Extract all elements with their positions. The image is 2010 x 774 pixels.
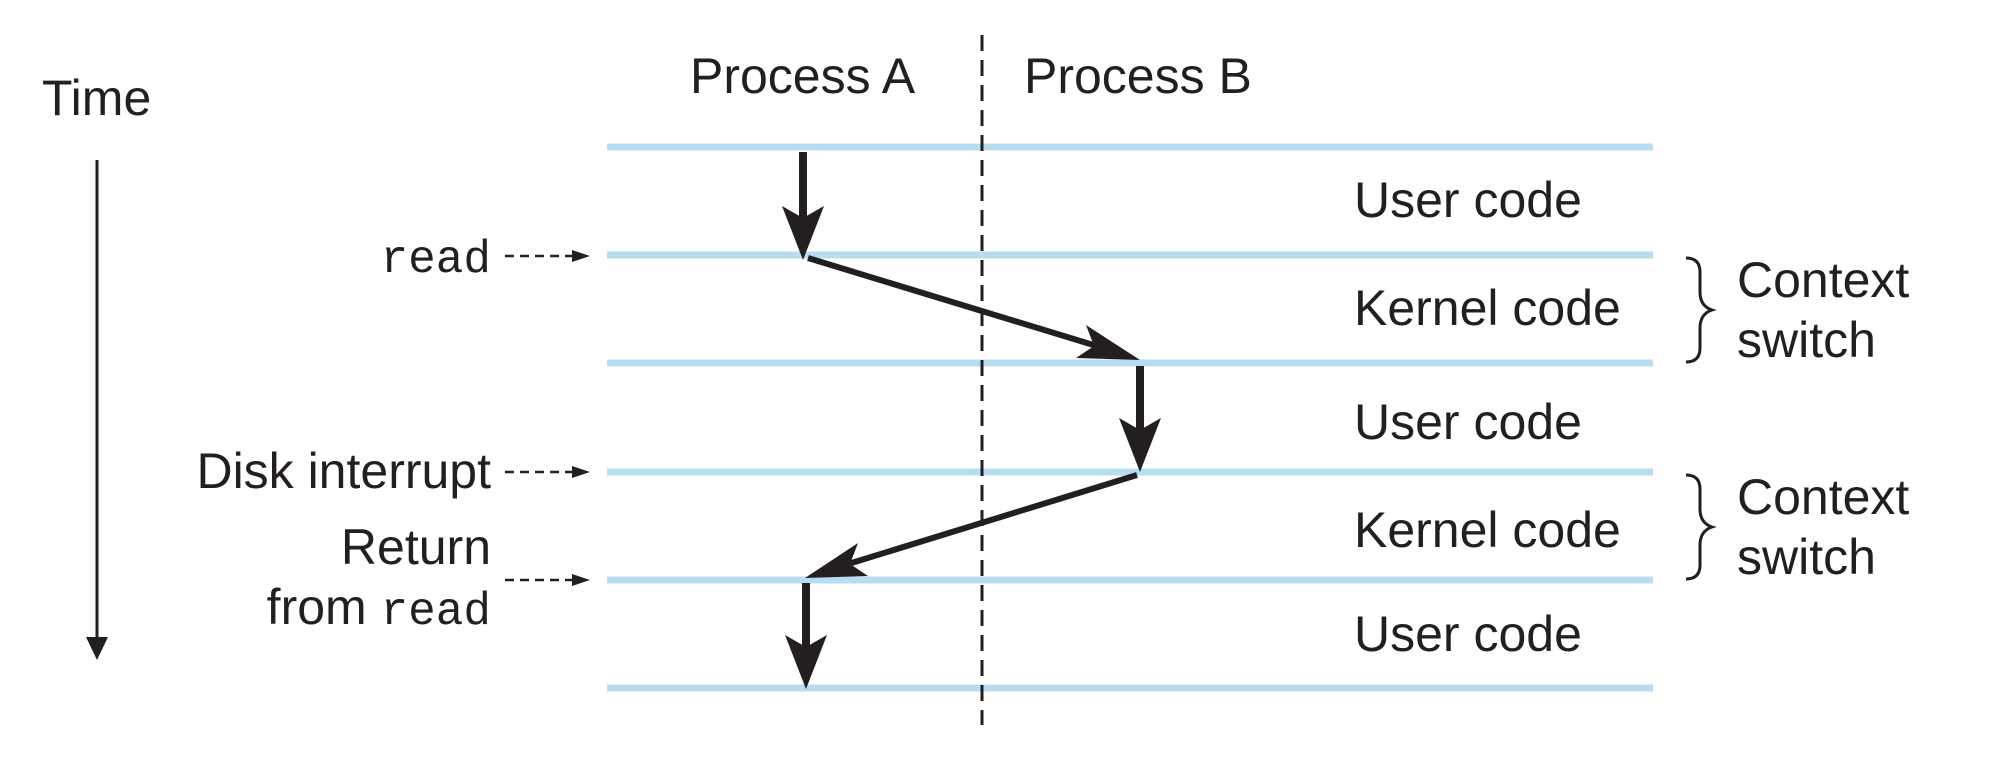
event-return-label-line2: from read xyxy=(267,579,491,638)
event-pointer-read xyxy=(505,250,590,262)
segment-label: Kernel code xyxy=(1354,280,1621,336)
event-disk-interrupt-label: Disk interrupt xyxy=(196,443,491,499)
context-switch-label-line1: Context xyxy=(1737,469,1909,525)
segment-label: User code xyxy=(1354,394,1582,450)
time-label: Time xyxy=(42,70,151,126)
control-flow-arrow xyxy=(807,255,1140,360)
event-pointer-disk-interrupt xyxy=(505,466,590,478)
context-switch-label-line2: switch xyxy=(1737,529,1876,585)
context-switch-label-line1: Context xyxy=(1737,252,1909,308)
event-pointer-return xyxy=(505,574,590,586)
context-switch-brace xyxy=(1685,256,1717,364)
segment-label: User code xyxy=(1354,172,1582,228)
control-flow-arrow xyxy=(782,152,824,260)
control-flow-arrow xyxy=(805,472,1138,578)
event-return-read: read xyxy=(381,586,491,638)
event-read-label: read xyxy=(381,234,491,286)
time-axis-arrowhead xyxy=(86,637,108,660)
context-switch-brace xyxy=(1685,473,1717,581)
segment-label: User code xyxy=(1354,606,1582,662)
process-b-header: Process B xyxy=(1024,48,1252,104)
context-switch-label-line2: switch xyxy=(1737,312,1876,368)
segment-label: Kernel code xyxy=(1354,502,1621,558)
event-return-label-line1: Return xyxy=(341,519,491,575)
process-a-header: Process A xyxy=(690,48,916,104)
event-return-from: from xyxy=(267,579,381,635)
control-flow-arrow xyxy=(785,583,827,689)
control-flow-arrow xyxy=(1119,366,1161,472)
